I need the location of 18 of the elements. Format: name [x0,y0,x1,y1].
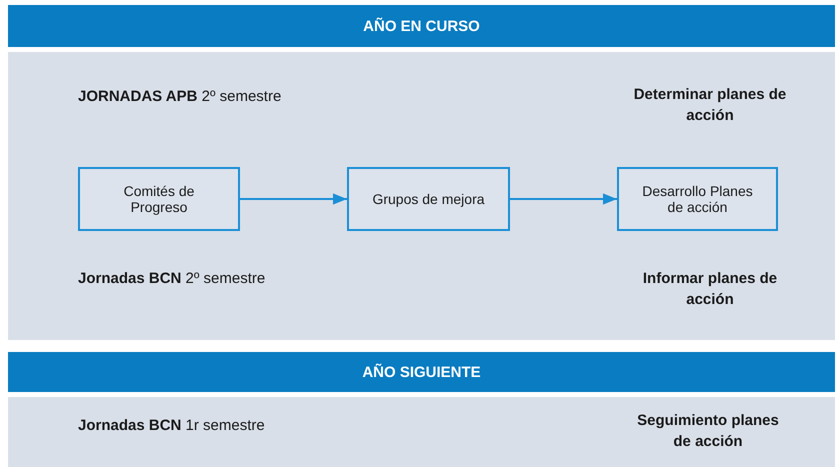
action-note: Determinar planes de acción [632,85,788,126]
action-note: Seguimiento planes de acción [636,411,780,452]
box-text: Comités de Progreso [122,183,196,215]
section-panel [8,5,835,340]
box-text: Desarrollo Planes de acción [641,183,754,215]
session-note: Jornadas BCN 2º semestre [78,270,266,287]
section-heading: AÑO SIGUIENTE [8,352,835,397]
section-heading: AÑO EN CURSO [8,5,835,52]
section-panel [8,352,835,467]
action-note: Informar planes de acción [642,269,778,310]
process-box [347,167,510,231]
arrow [510,193,617,205]
session-note: Jornadas BCN 1r semestre [78,417,265,434]
process-box [78,167,240,231]
arrow [240,193,347,205]
session-note: JORNADAS APB 2º semestre [78,88,282,105]
process-box [617,167,778,231]
box-text: Grupos de mejora [372,191,485,207]
